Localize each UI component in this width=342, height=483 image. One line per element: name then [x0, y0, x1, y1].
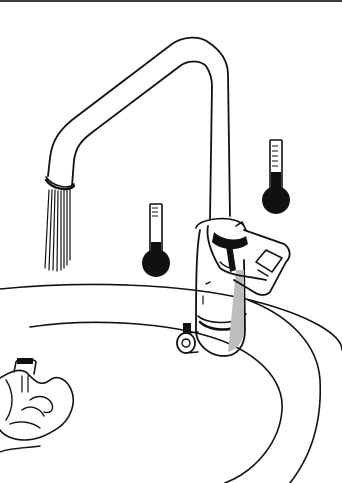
cold-thermometer	[142, 204, 170, 277]
faucet-spout	[46, 38, 230, 220]
lever-handle	[208, 222, 290, 295]
hand-icon	[0, 358, 73, 452]
temperature-knob	[177, 323, 198, 353]
sink-basin	[0, 284, 342, 483]
water-stream-icon	[45, 189, 70, 271]
top-border	[0, 0, 342, 2]
hot-thermometer	[262, 140, 290, 214]
